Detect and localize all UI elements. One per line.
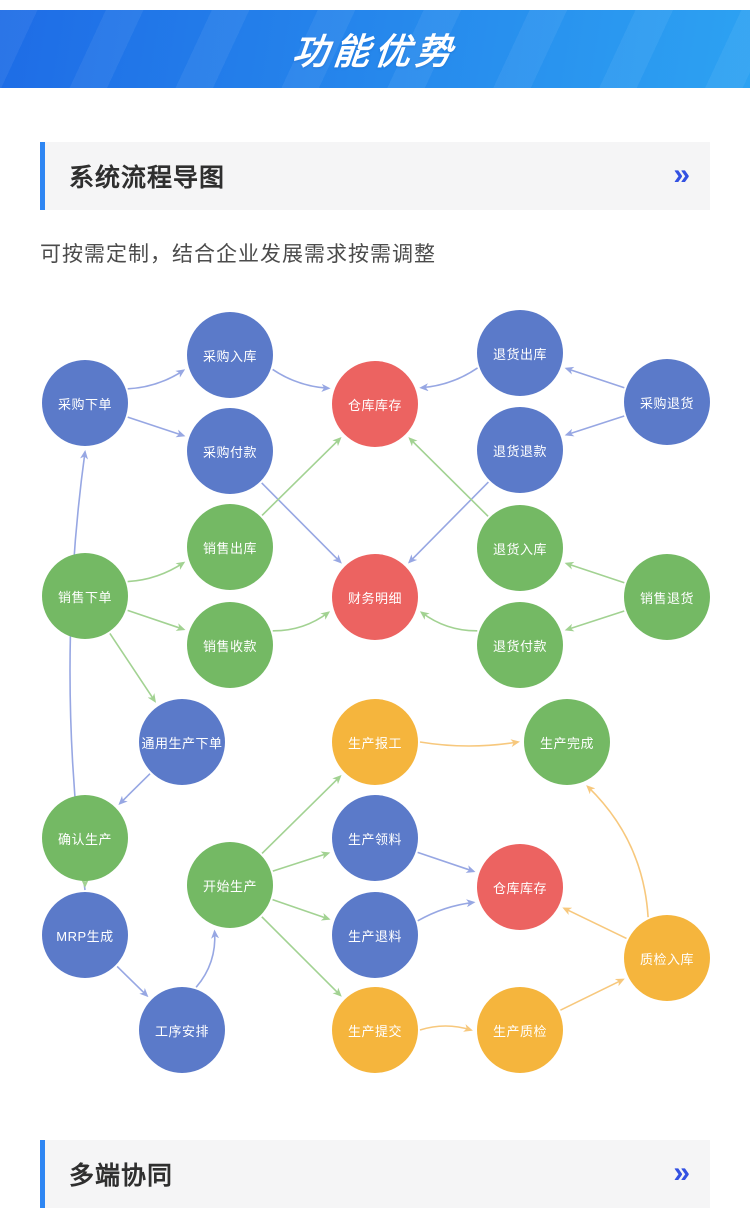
flow-edge-xsck-ckkc1	[261, 437, 342, 516]
flow-node-scll: 生产领料	[332, 795, 418, 881]
flow-edge-sctl-ckkc2	[417, 899, 476, 922]
section-title-next: 多端协同	[69, 1162, 174, 1190]
flow-node-zjrk: 质检入库	[624, 915, 710, 1001]
flow-node-xsck: 销售出库	[187, 504, 273, 590]
flow-node-xssk: 销售收款	[187, 602, 273, 688]
flow-edge-sczj-zjrk	[560, 978, 625, 1011]
flow-edge-gxap-kssc	[195, 929, 220, 988]
flow-node-scbg: 生产报工	[332, 699, 418, 785]
flow-edge-xssk-cwmx	[272, 611, 331, 632]
flow-edge-scbg-scwc	[419, 739, 520, 748]
flow-edge-scll-ckkc2	[417, 851, 476, 873]
flow-edge-thck-ckkc1	[419, 367, 479, 392]
flow-edge-cgth-thck	[564, 366, 625, 389]
flow-edge-kssc-sctl	[272, 898, 331, 921]
flow-node-qrsc: 确认生产	[42, 795, 128, 881]
flow-node-cgth: 采购退货	[624, 359, 710, 445]
flow-edge-kssc-scbg	[261, 775, 342, 854]
flow-node-thfk: 退货付款	[477, 602, 563, 688]
flow-node-gxap: 工序安排	[139, 987, 225, 1073]
flow-node-ckkc1: 仓库库存	[332, 361, 418, 447]
flow-node-sctj: 生产提交	[332, 987, 418, 1073]
section-header-next: 多端协同 »	[40, 1140, 710, 1208]
flow-edge-xsxd-xsck	[127, 561, 186, 583]
section-header-flow: 系统流程导图 »	[40, 142, 710, 210]
flow-node-thrk: 退货入库	[477, 505, 563, 591]
flow-node-scwc: 生产完成	[524, 699, 610, 785]
flow-node-sctl: 生产退料	[332, 892, 418, 978]
flow-edge-xsxd-tyscxd	[109, 633, 156, 703]
flow-edge-mrp-gxap	[116, 965, 149, 998]
flow-node-ckkc2: 仓库库存	[477, 844, 563, 930]
flow-edge-xsxd-xssk	[127, 609, 186, 631]
flow-node-cwmx: 财务明细	[332, 554, 418, 640]
flow-node-cgfk: 采购付款	[187, 408, 273, 494]
flow-edge-kssc-sctj	[261, 916, 342, 997]
flow-edge-cgxd-cgrk	[127, 369, 186, 390]
flow-edge-cgxd-cgfk	[127, 416, 186, 438]
flow-edge-cgrk-ckkc1	[272, 368, 331, 392]
flow-edge-xsth-thrk	[564, 561, 625, 584]
double-chevron-icon: »	[673, 157, 690, 191]
section-subtitle: 可按需定制，结合企业发展需求按需调整	[40, 243, 436, 266]
flow-node-xsxd: 销售下单	[42, 553, 128, 639]
flow-node-tyscxd: 通用生产下单	[139, 699, 225, 785]
flow-edge-zjrk-scwc	[586, 785, 649, 918]
double-chevron-icon: »	[673, 1155, 690, 1189]
banner: 功能优势	[0, 10, 750, 88]
flow-edge-xsth-thfk	[564, 610, 625, 632]
flow-edge-sctj-sczj	[419, 1024, 473, 1032]
flow-node-cgxd: 采购下单	[42, 360, 128, 446]
flow-edge-cgfk-cwmx	[261, 482, 342, 564]
flow-node-sczj: 生产质检	[477, 987, 563, 1073]
flow-edge-tyscxd-qrsc	[118, 773, 151, 805]
flow-edge-cgth-thtk	[564, 415, 625, 437]
flow-node-mrp: MRP生成	[42, 892, 128, 978]
flow-edge-thfk-cwmx	[419, 611, 478, 632]
flow-node-kssc: 开始生产	[187, 842, 273, 928]
section-title-flow: 系统流程导图	[69, 164, 226, 192]
flow-edge-zjrk-ckkc2	[562, 907, 627, 940]
flow-node-xsth: 销售退货	[624, 554, 710, 640]
flow-diagram: 采购下单采购入库采购付款仓库库存退货出库退货退款采购退货销售下单销售出库销售收款…	[0, 302, 750, 1140]
flow-edge-kssc-scll	[272, 851, 331, 872]
flow-node-thtk: 退货退款	[477, 407, 563, 493]
flow-node-thck: 退货出库	[477, 310, 563, 396]
flow-node-cgrk: 采购入库	[187, 312, 273, 398]
banner-title: 功能优势	[290, 31, 459, 72]
